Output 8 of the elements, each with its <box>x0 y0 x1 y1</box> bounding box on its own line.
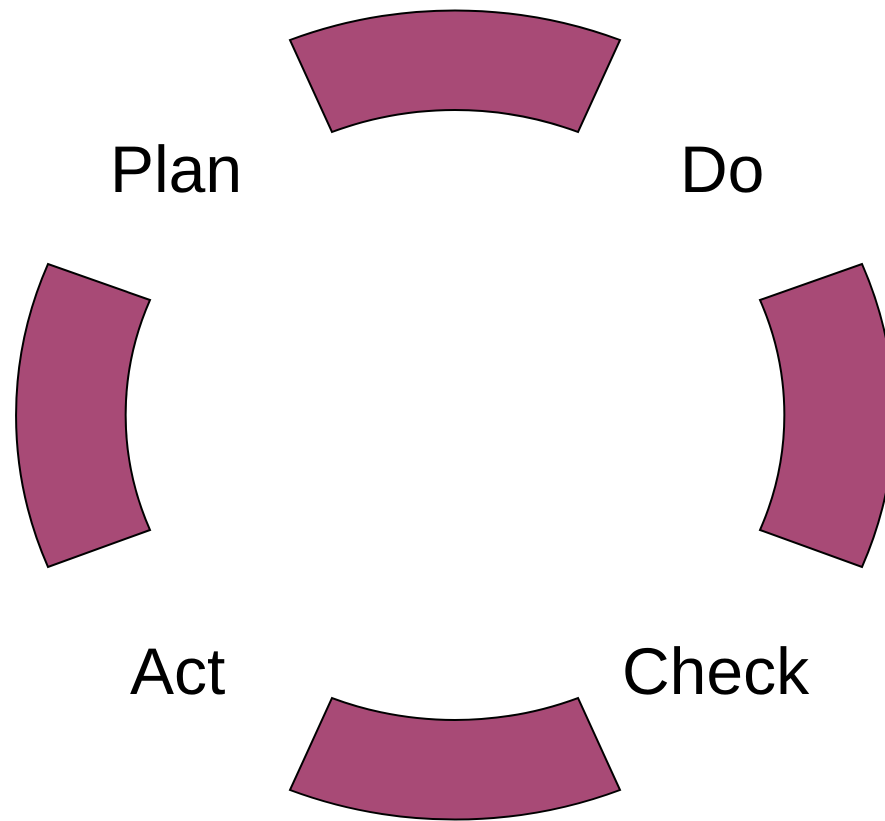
arc-segment <box>759 263 885 568</box>
phase-label: Plan <box>110 136 242 202</box>
phase-label: Do <box>680 136 764 202</box>
phase-label: Act <box>130 638 226 704</box>
arc-segment <box>289 697 621 821</box>
phase-label: Check <box>622 638 810 704</box>
arc-segment <box>15 263 151 568</box>
arc-segment <box>289 9 621 133</box>
